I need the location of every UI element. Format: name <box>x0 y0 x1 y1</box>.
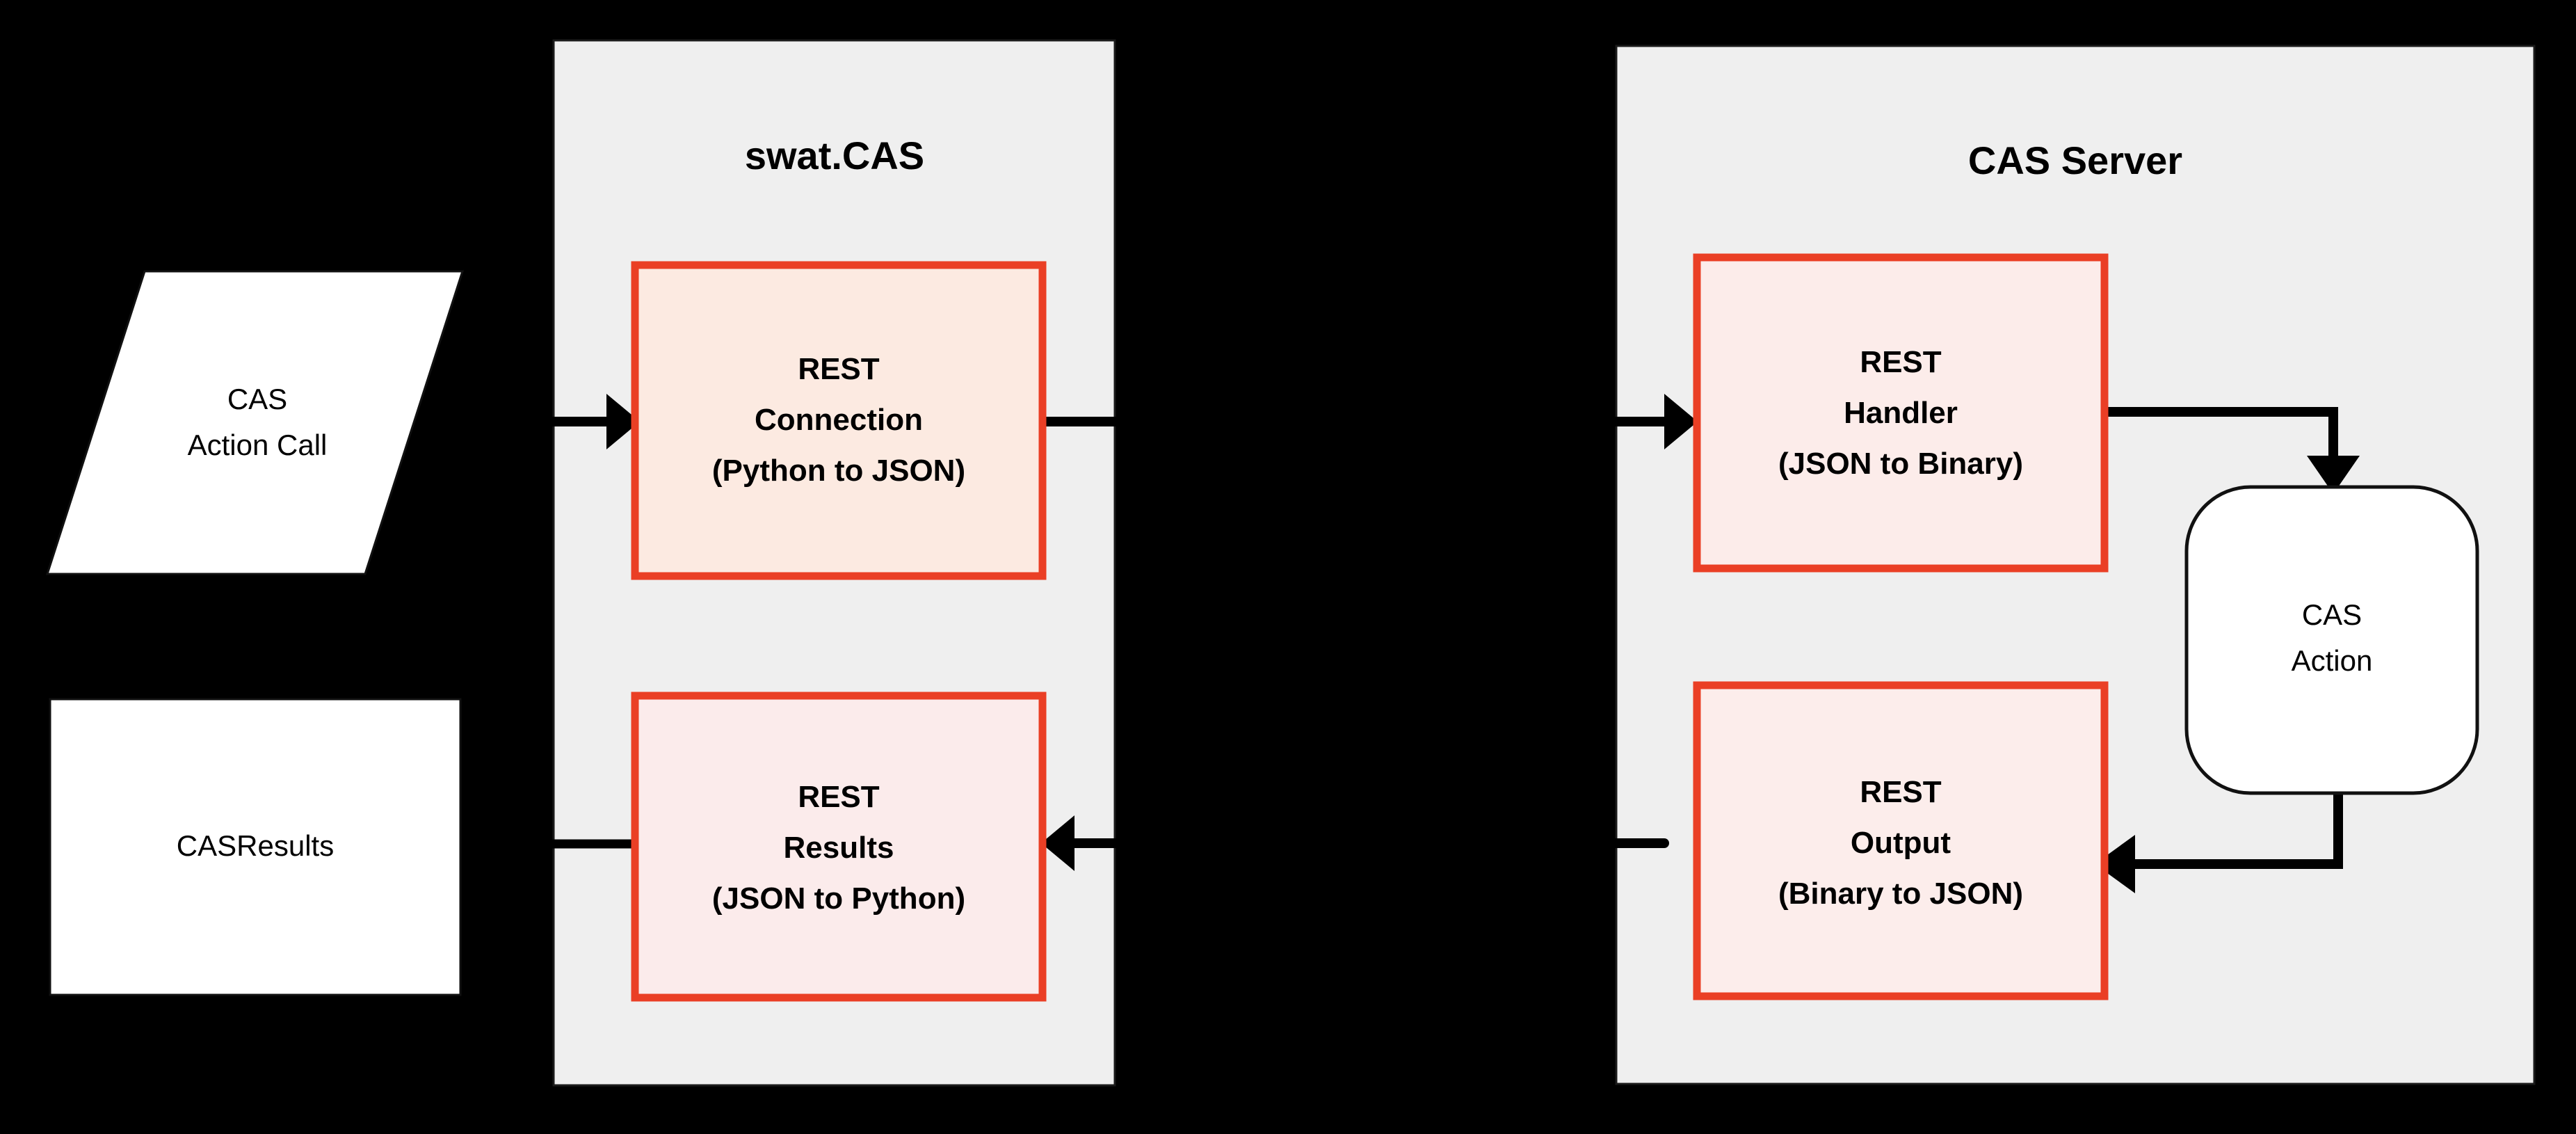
panel-cas-server-title: CAS Server <box>1968 138 2182 182</box>
rest-results-line3: (JSON to Python) <box>712 881 965 916</box>
arrowhead-icon <box>606 394 640 449</box>
arrowhead-icon <box>2095 835 2135 893</box>
rest-output-line1: REST <box>1860 775 1941 809</box>
node-rest-connection[interactable]: REST Connection (Python to JSON) <box>631 261 1047 580</box>
rest-connection-line3: (Python to JSON) <box>712 454 965 488</box>
rest-output-shape[interactable] <box>1693 681 2109 1000</box>
rest-output-line3: (Binary to JSON) <box>1778 877 2023 911</box>
rest-results-shape[interactable] <box>631 692 1047 1002</box>
connector-connection-to-handler <box>1036 394 1698 449</box>
cas-action-call-line2: Action Call <box>188 429 328 461</box>
cas-action-call-shape[interactable] <box>45 270 465 575</box>
rest-output-line2: Output <box>1851 826 1951 860</box>
cas-action-line2: Action <box>2292 644 2373 677</box>
rest-handler-shape[interactable] <box>1693 253 2109 573</box>
cas-action-line1: CAS <box>2302 598 2362 631</box>
rest-handler-line1: REST <box>1860 345 1941 379</box>
node-rest-handler[interactable]: REST Handler (JSON to Binary) <box>1693 253 2109 573</box>
connector-call-to-connection <box>454 394 640 449</box>
node-rest-results[interactable]: REST Results (JSON to Python) <box>631 692 1047 1002</box>
panel-swat-cas-title: swat.CAS <box>745 134 924 177</box>
arrowhead-icon <box>2307 456 2360 494</box>
connector-handler-to-action <box>2101 407 2360 494</box>
connector-action-to-output <box>2095 788 2343 893</box>
node-rest-output[interactable]: REST Output (Binary to JSON) <box>1693 681 2109 1000</box>
cas-action-shape[interactable] <box>2184 485 2479 795</box>
node-cas-action-call[interactable]: CAS Action Call <box>45 270 465 575</box>
arrowhead-icon <box>1664 394 1698 449</box>
rest-results-line2: Results <box>784 831 894 865</box>
node-cas-action[interactable]: CAS Action <box>2184 485 2479 795</box>
rest-results-line1: REST <box>798 780 879 814</box>
rest-connection-line2: Connection <box>755 403 923 437</box>
arrowhead-icon <box>1041 815 1074 871</box>
cas-results-shape[interactable] <box>49 698 462 996</box>
connector-output-to-results <box>1041 815 1669 871</box>
rest-handler-line3: (JSON to Binary) <box>1778 447 2023 481</box>
rest-connection-line1: REST <box>798 352 879 386</box>
cas-results-line1: CASResults <box>177 829 334 862</box>
cas-action-call-line1: CAS <box>227 383 287 415</box>
rest-connection-shape[interactable] <box>631 261 1047 580</box>
node-cas-results[interactable]: CASResults <box>49 698 462 996</box>
rest-handler-line2: Handler <box>1844 396 1958 430</box>
